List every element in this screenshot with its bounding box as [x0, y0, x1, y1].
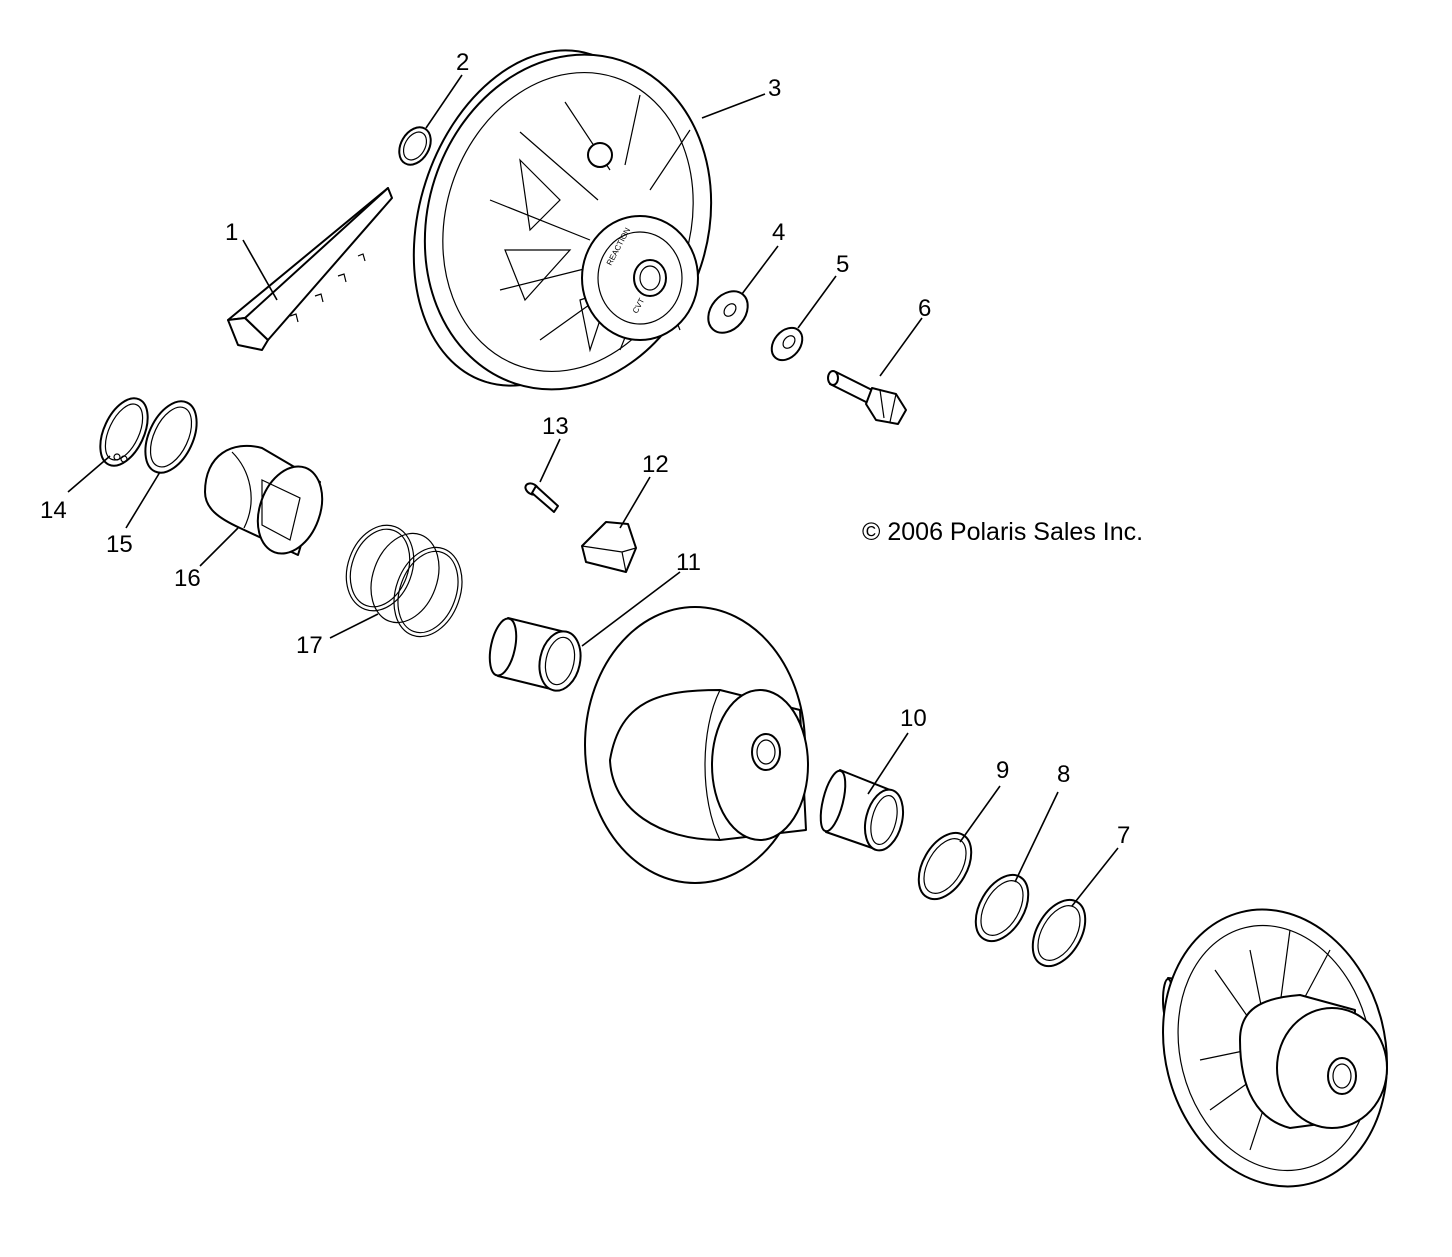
- callout-11: 11: [676, 549, 701, 576]
- part-3-driven-sheave: REACTION CVT: [412, 49, 713, 391]
- part-7-ring: [1031, 898, 1087, 968]
- part-15-ring: [144, 400, 198, 474]
- callout-5: 5: [836, 251, 849, 278]
- part-13-pin: [524, 482, 559, 513]
- callout-3: 3: [768, 75, 781, 102]
- callout-12: 12: [642, 451, 669, 478]
- callout-4: 4: [772, 219, 785, 246]
- callout-13: 13: [542, 413, 569, 440]
- part-4-washer: [707, 290, 749, 334]
- leader-lines: [67, 74, 1119, 907]
- callout-1: 1: [225, 219, 238, 246]
- part-11-bushing: [488, 617, 582, 692]
- callout-2: 2: [456, 49, 469, 76]
- callout-9: 9: [996, 757, 1009, 784]
- part-6-bolt: [827, 370, 907, 425]
- part-2-ring: [398, 126, 432, 166]
- copyright-notice: © 2006 Polaris Sales Inc.: [862, 518, 1143, 546]
- stationary-sheave-post: [1162, 908, 1388, 1188]
- callout-10: 10: [900, 705, 927, 732]
- part-16-spring-cup: [204, 444, 324, 556]
- callout-16: 16: [174, 565, 201, 592]
- callout-8: 8: [1057, 761, 1070, 788]
- callout-7: 7: [1117, 822, 1130, 849]
- part-10-bushing: [819, 769, 905, 852]
- part-14-snap-ring: [99, 397, 149, 467]
- part-1-drive-belt: [227, 187, 393, 351]
- part-17-spring: [345, 524, 463, 638]
- callout-15: 15: [106, 531, 133, 558]
- callout-14: 14: [40, 497, 67, 524]
- part-8-ring: [974, 873, 1030, 943]
- part-5-washer: [770, 326, 804, 362]
- callout-6: 6: [918, 295, 931, 322]
- callout-17: 17: [296, 632, 323, 659]
- callout-labels: 1 2 3 4 5 6 7 8 9 10 11 12 13 14 15 16 1…: [40, 49, 1130, 849]
- movable-sheave: [584, 606, 809, 884]
- part-9-ring: [917, 831, 973, 901]
- part-12-button: [581, 521, 637, 573]
